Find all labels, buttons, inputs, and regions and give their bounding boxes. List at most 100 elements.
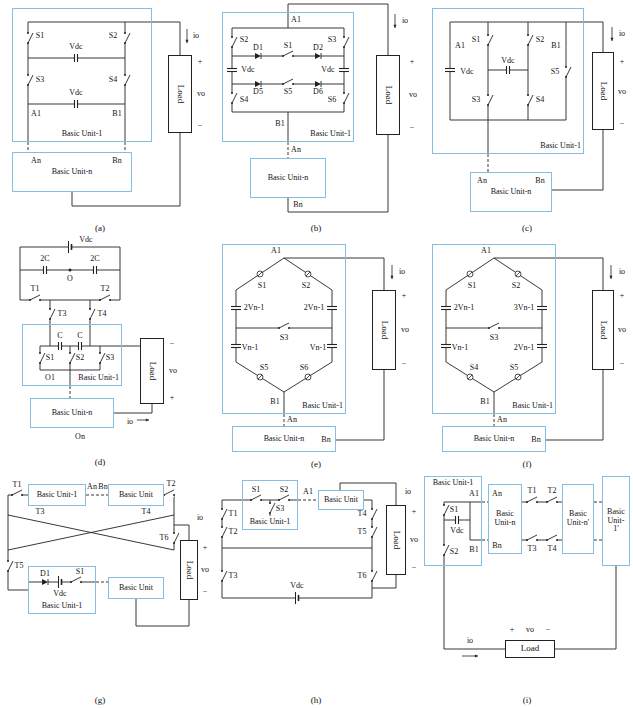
circuit-label: S2 [449, 548, 458, 556]
circuit-label: S5 [550, 68, 559, 76]
circuit-label: T4 [141, 508, 151, 516]
wire-gap [255, 81, 261, 87]
circuit-label: vo [201, 566, 210, 574]
wire [594, 540, 602, 541]
unit-label: Basic Unit-n [268, 174, 309, 183]
circuit-label: T4 [547, 545, 557, 553]
load-box: Load [140, 338, 164, 404]
terminal-dot [99, 362, 101, 364]
switch-symbol [305, 374, 311, 380]
current-arrow [475, 654, 478, 657]
circuit-label: vo [410, 536, 419, 544]
terminal-dot [173, 532, 175, 534]
circuit-label: An [492, 490, 503, 498]
wire-gap [442, 545, 446, 555]
terminal-dot [343, 102, 345, 104]
circuit-label: − [197, 122, 203, 130]
terminal-dot [70, 581, 72, 583]
circuit-label: S4 [239, 96, 248, 104]
unit-label: Basic Unit-1 [37, 491, 78, 500]
circuit-label: T1 [30, 285, 40, 293]
switch-symbol [257, 271, 263, 277]
switch-symbol [270, 503, 275, 513]
wire-gap [442, 505, 446, 515]
terminal-dot [29, 299, 31, 301]
diode-symbol [255, 53, 261, 59]
circuit-label: S1 [467, 282, 476, 290]
switch-symbol [100, 295, 110, 300]
diode-symbol [48, 579, 49, 585]
wire-gap [98, 353, 102, 363]
switch-symbol [515, 374, 521, 380]
terminal-dot [526, 501, 528, 503]
terminal-dot [173, 542, 175, 544]
circuit-label: A1 [481, 247, 492, 255]
circuit-label: Vdc [241, 66, 255, 74]
circuit-label: B1 [551, 42, 561, 50]
terminal-dot [7, 570, 9, 572]
switch-symbol [283, 79, 293, 84]
circuit-label: + [202, 544, 208, 552]
terminal-dot [89, 308, 91, 310]
circuit-label: 2C [40, 255, 50, 263]
circuit-label: T5 [14, 562, 24, 570]
circuit-label: Vdc [53, 590, 67, 598]
circuit-label: O1 [45, 374, 56, 382]
circuit-wire [444, 502, 482, 566]
circuit-label: T3 [35, 508, 45, 516]
switch-symbol [232, 37, 237, 47]
wire-gap [342, 37, 346, 47]
terminal-dot [527, 104, 529, 106]
unit-label: Basic Unit-1 [250, 518, 291, 527]
circuit-wire [222, 500, 372, 598]
switch-symbol [222, 527, 227, 537]
circuit-label: + [401, 292, 407, 300]
current-arrow [610, 38, 613, 41]
capacitor-symbol [537, 347, 547, 348]
switch-symbol [257, 374, 263, 380]
circuit-wire [222, 500, 242, 501]
circuit-label: S3 [471, 96, 480, 104]
capacitor-symbol [227, 68, 237, 69]
load-label: Load [598, 321, 608, 340]
switch-symbol [547, 497, 557, 502]
switch-symbol [30, 295, 40, 300]
circuit-label: − [411, 564, 417, 572]
circuit-label: S1 [283, 42, 292, 50]
terminal-dot [527, 94, 529, 96]
switch-symbol [488, 95, 493, 105]
capacitor-symbol [327, 309, 337, 310]
circuit-label: Vdc [69, 43, 83, 51]
switch-symbol [372, 527, 377, 537]
wire-gap [164, 493, 174, 497]
wire-gap [68, 353, 72, 363]
wire-gap [30, 298, 40, 302]
terminal-dot [527, 34, 529, 36]
capacitor-symbol [78, 342, 79, 350]
unit-label: Basic Unit-1 [433, 479, 474, 488]
wire [298, 500, 318, 501]
dc-source-symbol [58, 576, 59, 588]
basic-unit-box: Basic Unit-1 [432, 244, 556, 414]
basic-unit-box: Basic Unit-1 [222, 244, 346, 414]
unit-label: Basic Unit-n [264, 435, 305, 444]
wire-gap [370, 527, 374, 537]
current-arrow [609, 276, 612, 279]
circuit-label: + [619, 292, 625, 300]
wire [288, 142, 289, 158]
circuit-label: A1 [271, 247, 282, 255]
basic-unit-box: Basic Unit [108, 577, 164, 599]
terminal-dot [282, 55, 284, 57]
wire-gap [220, 527, 224, 537]
terminal-dot [21, 494, 23, 496]
terminal-dot [69, 362, 71, 364]
unit-label: Basic Unit [119, 491, 153, 500]
switch-symbol [279, 323, 289, 328]
basic-unit-box: Basic Unit [108, 484, 164, 506]
terminal-dot [69, 352, 71, 354]
load-box: Load [592, 52, 614, 130]
terminal-dot [371, 570, 373, 572]
circuit-label: Vdc [79, 236, 93, 244]
circuit-wire [28, 22, 152, 142]
